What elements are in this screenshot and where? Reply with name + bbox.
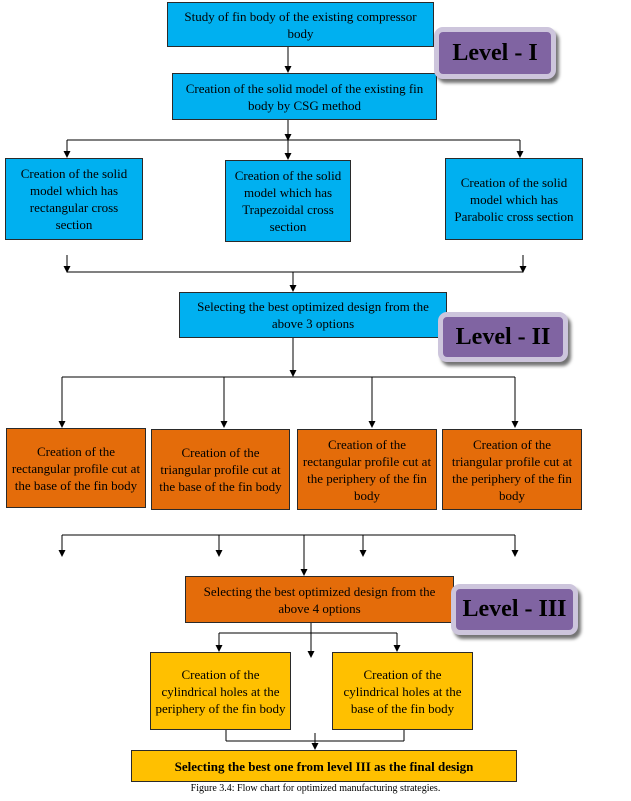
level-2-badge: Level - II (438, 312, 568, 362)
trapezoidal-section-box: Creation of the solid model which has Tr… (225, 160, 351, 242)
rectangular-section-box: Creation of the solid model which has re… (5, 158, 143, 240)
rect-profile-base-box: Creation of the rectangular profile cut … (6, 428, 146, 508)
level-1-badge: Level - I (434, 27, 556, 79)
parabolic-section-box: Creation of the solid model which has Pa… (445, 158, 583, 240)
study-box: Study of fin body of the existing compre… (167, 2, 434, 47)
holes-periphery-box: Creation of the cylindrical holes at the… (150, 652, 291, 730)
level-3-badge: Level - III (451, 584, 578, 635)
select-from-3-box: Selecting the best optimized design from… (179, 292, 447, 338)
rect-profile-periphery-box: Creation of the rectangular profile cut … (297, 429, 437, 510)
final-design-box: Selecting the best one from level III as… (131, 750, 517, 782)
tri-profile-base-box: Creation of the triangular profile cut a… (151, 429, 290, 510)
tri-profile-periphery-box: Creation of the triangular profile cut a… (442, 429, 582, 510)
figure-caption: Figure 3.4: Flow chart for optimized man… (190, 783, 441, 794)
holes-base-box: Creation of the cylindrical holes at the… (332, 652, 473, 730)
select-from-4-box: Selecting the best optimized design from… (185, 576, 454, 623)
csg-model-box: Creation of the solid model of the exist… (172, 73, 437, 120)
